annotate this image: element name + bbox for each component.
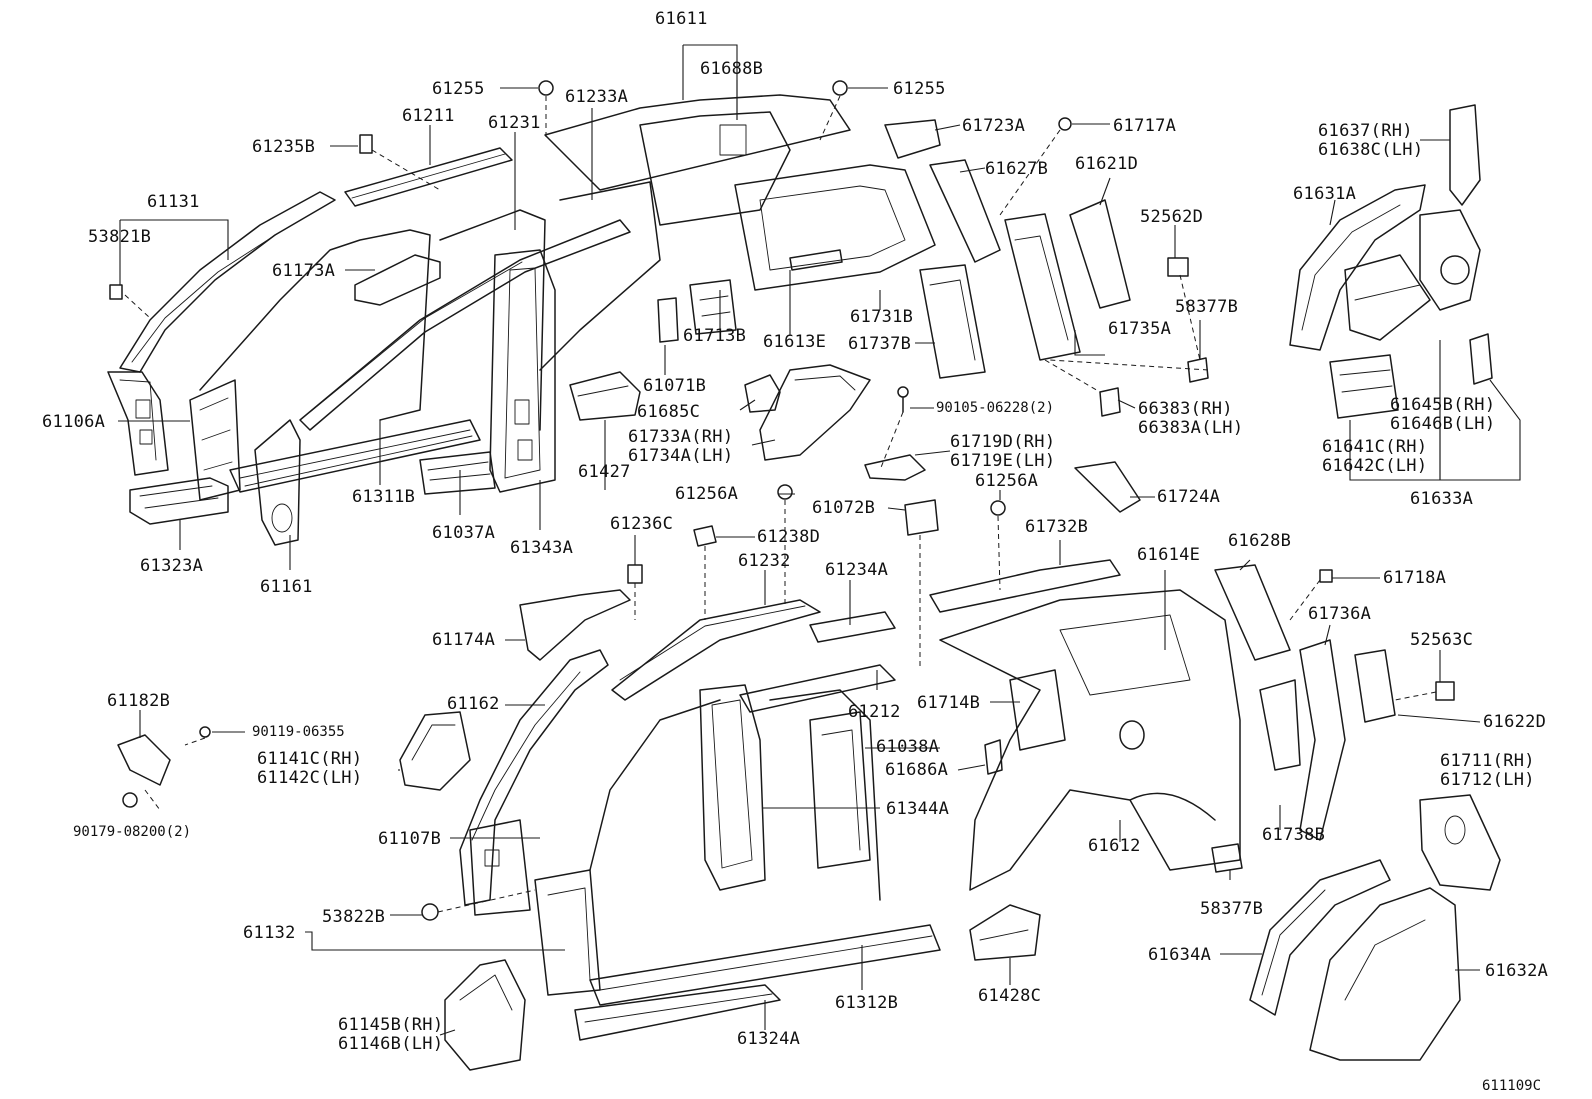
part-label-61235b: 61235B — [252, 137, 316, 157]
part-label-61255-left: 61255 — [432, 79, 485, 99]
part-label-61732b: 61732B — [1025, 517, 1089, 537]
part-label-61174a: 61174A — [432, 630, 496, 650]
part-label-61132: 61132 — [243, 923, 296, 943]
part-label-61738b: 61738B — [1262, 825, 1326, 845]
part-label-61735a: 61735A — [1108, 319, 1172, 339]
part-label-61645b-61646b: 61645B(RH)61646B(LH) — [1390, 395, 1496, 434]
part-label-61737b: 61737B — [848, 334, 912, 354]
part-label-61612: 61612 — [1088, 836, 1141, 856]
part-label-61141c-61142c: 61141C(RH)61142C(LH) — [257, 749, 363, 788]
part-label-61161: 61161 — [260, 577, 313, 597]
part-label-61736a: 61736A — [1308, 604, 1372, 624]
part-label-61685c: 61685C — [637, 402, 701, 422]
part-label-61711-61712: 61711(RH)61712(LH) — [1440, 751, 1535, 790]
part-label-61611: 61611 — [655, 9, 708, 29]
part-label-61212: 61212 — [848, 702, 901, 722]
part-label-61072b: 61072B — [812, 498, 876, 518]
part-label-61232: 61232 — [738, 551, 791, 571]
part-label-61733a-61734a: 61733A(RH)61734A(LH) — [628, 427, 734, 466]
part-label-90119-06355: 90119-06355 — [252, 724, 345, 740]
part-label-61614e: 61614E — [1137, 545, 1201, 565]
part-label-66383-66383a: 66383(RH)66383A(LH) — [1138, 399, 1244, 438]
part-label-61627b: 61627B — [985, 159, 1049, 179]
part-label-61613e: 61613E — [763, 332, 827, 352]
part-label-52562d: 52562D — [1140, 207, 1204, 227]
part-label-61255-right: 61255 — [893, 79, 946, 99]
part-label-61131: 61131 — [147, 192, 200, 212]
upper-side-panel-assembly — [107, 80, 1209, 546]
rear-quarter-lower-assembly — [929, 559, 1501, 1061]
part-label-61173a: 61173A — [272, 261, 336, 281]
part-label-61238d: 61238D — [757, 527, 821, 547]
part-label-61182b: 61182B — [107, 691, 171, 711]
part-label-61107b: 61107B — [378, 829, 442, 849]
part-label-61162: 61162 — [447, 694, 500, 714]
part-label-61637-61638c: 61637(RH)61638C(LH) — [1318, 121, 1424, 160]
part-label-61427: 61427 — [578, 462, 631, 482]
part-label-61038a: 61038A — [876, 737, 940, 757]
part-label-61714b: 61714B — [917, 693, 981, 713]
part-label-61731b: 61731B — [850, 307, 914, 327]
part-label-58377b-upper: 58377B — [1175, 297, 1239, 317]
part-label-61628b: 61628B — [1228, 531, 1292, 551]
rear-wheelhouse-upper-group — [1289, 104, 1493, 419]
part-label-61231: 61231 — [488, 113, 541, 133]
part-label-61071b: 61071B — [643, 376, 707, 396]
part-label-61256a-left: 61256A — [675, 484, 739, 504]
part-label-61634a: 61634A — [1148, 945, 1212, 965]
part-label-61037a: 61037A — [432, 523, 496, 543]
part-label-61622d: 61622D — [1483, 712, 1547, 732]
leader-lines — [118, 44, 1521, 1036]
part-label-61311b: 61311B — [352, 487, 416, 507]
part-label-61324a: 61324A — [737, 1029, 801, 1049]
part-label-61633a: 61633A — [1410, 489, 1474, 509]
lower-side-panel-assembly — [117, 484, 1006, 1071]
part-label-61343a: 61343A — [510, 538, 574, 558]
part-label-61718a: 61718A — [1383, 568, 1447, 588]
part-label-61211: 61211 — [402, 106, 455, 126]
figure-code: 611109C — [1482, 1078, 1542, 1094]
part-label-52563c: 52563C — [1410, 630, 1474, 650]
part-label-61688b: 61688B — [700, 59, 764, 79]
part-label-61106a: 61106A — [42, 412, 106, 432]
part-label-61719d-61719e: 61719D(RH)61719E(LH) — [950, 432, 1056, 471]
part-label-53821b: 53821B — [88, 227, 152, 247]
part-label-61632a: 61632A — [1485, 961, 1549, 981]
part-label-61631a: 61631A — [1293, 184, 1357, 204]
part-label-53822b: 53822B — [322, 907, 386, 927]
part-label-61256a-right: 61256A — [975, 471, 1039, 491]
part-label-90179-08200: 90179-08200(2) — [73, 824, 192, 840]
part-label-90105-06228: 90105-06228(2) — [936, 400, 1055, 416]
part-label-61428c: 61428C — [978, 986, 1042, 1006]
part-label-61621d: 61621D — [1075, 154, 1139, 174]
part-label-58377b-lower: 58377B — [1200, 899, 1264, 919]
part-label-61145b-61146b: 61145B(RH)61146B(LH) — [338, 1015, 444, 1054]
part-label-61234a: 61234A — [825, 560, 889, 580]
part-label-61323a: 61323A — [140, 556, 204, 576]
part-label-61717a: 61717A — [1113, 116, 1177, 136]
guide-dashed-lines — [124, 95, 1437, 913]
part-label-61686a: 61686A — [885, 760, 949, 780]
part-label-61713b: 61713B — [683, 326, 747, 346]
part-label-61724a: 61724A — [1157, 487, 1221, 507]
part-label-61312b: 61312B — [835, 993, 899, 1013]
part-label-61344a: 61344A — [886, 799, 950, 819]
part-label-61236c: 61236C — [610, 514, 674, 534]
part-label-61723a: 61723A — [962, 116, 1026, 136]
part-label-61641c-61642c: 61641C(RH)61642C(LH) — [1322, 437, 1428, 476]
part-label-61233a: 61233A — [565, 87, 629, 107]
